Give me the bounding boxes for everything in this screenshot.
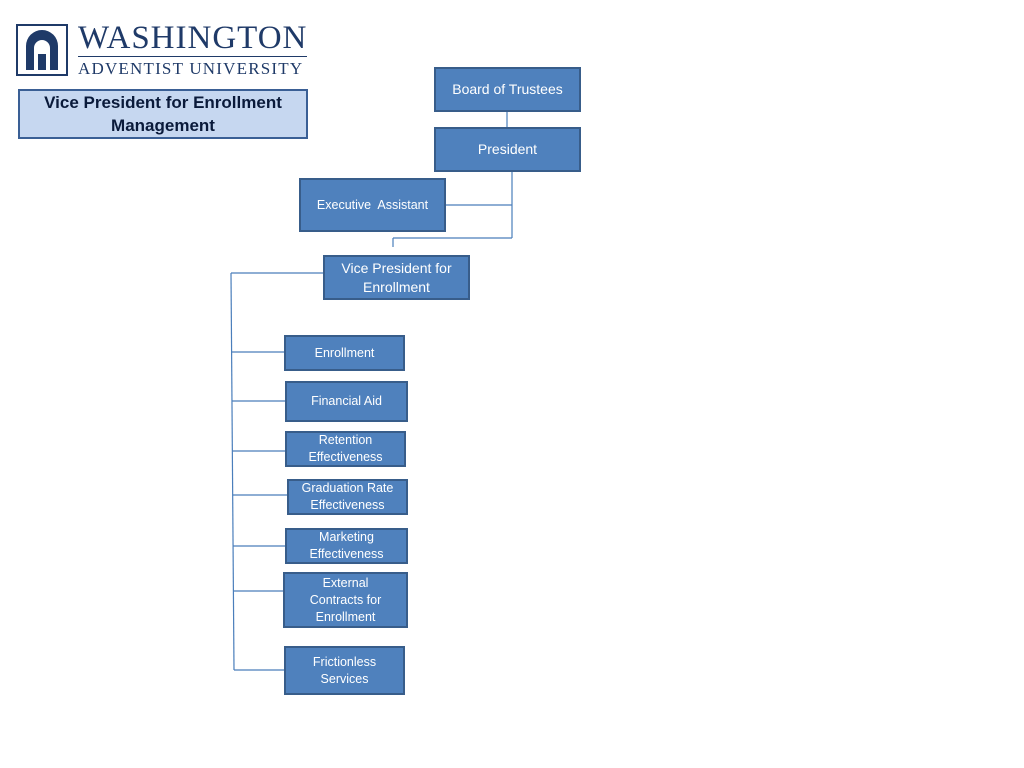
node-president: President bbox=[434, 127, 581, 172]
node-executive-assistant: Executive Assistant bbox=[299, 178, 446, 232]
node-graduation-rate-effectiveness: Graduation Rate Effectiveness bbox=[287, 479, 408, 515]
node-marketing-effectiveness: Marketing Effectiveness bbox=[285, 528, 408, 564]
page-title: Vice President for Enrollment Management bbox=[18, 89, 308, 139]
node-external-contracts: External Contracts for Enrollment bbox=[283, 572, 408, 628]
university-logo: WASHINGTON ADVENTIST UNIVERSITY bbox=[16, 20, 311, 80]
node-financial-aid: Financial Aid bbox=[285, 381, 408, 422]
logo-divider bbox=[78, 56, 307, 57]
node-vice-president: Vice President for Enrollment bbox=[323, 255, 470, 300]
logo-name-line1: WASHINGTON bbox=[78, 20, 308, 56]
node-enrollment: Enrollment bbox=[284, 335, 405, 371]
node-retention-effectiveness: Retention Effectiveness bbox=[285, 431, 406, 467]
logo-name-line2: ADVENTIST UNIVERSITY bbox=[78, 59, 304, 78]
connector-spine bbox=[230, 272, 235, 671]
node-board-of-trustees: Board of Trustees bbox=[434, 67, 581, 112]
arch-icon bbox=[16, 24, 68, 76]
node-frictionless-services: Frictionless Services bbox=[284, 646, 405, 695]
